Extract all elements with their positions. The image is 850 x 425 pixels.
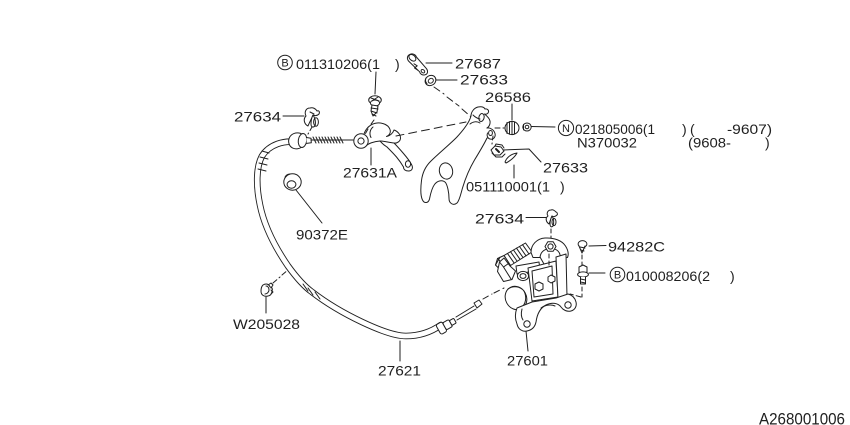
svg-text:A268001006: A268001006 [759, 410, 845, 425]
svg-text:B: B [281, 58, 288, 70]
svg-text:): ) [395, 56, 400, 72]
svg-text:N: N [562, 123, 570, 135]
svg-text:27631A: 27631A [343, 165, 398, 181]
svg-text:27621: 27621 [378, 363, 421, 379]
svg-text:): ) [682, 121, 687, 137]
svg-text:051110001(1: 051110001(1 [466, 179, 550, 195]
svg-text:): ) [730, 268, 735, 284]
svg-text:94282C: 94282C [608, 239, 665, 255]
svg-text:B: B [614, 270, 621, 282]
svg-text:(: ( [690, 121, 695, 137]
svg-text:): ) [765, 135, 770, 151]
svg-text:27687: 27687 [455, 56, 501, 72]
svg-text:N370032: N370032 [577, 135, 637, 151]
svg-text:(9608-: (9608- [688, 135, 731, 151]
svg-text:-9607): -9607) [727, 121, 772, 137]
svg-text:27633: 27633 [460, 72, 508, 88]
svg-text:27634: 27634 [234, 109, 281, 125]
svg-text:26586: 26586 [485, 89, 531, 105]
svg-text:W205028: W205028 [233, 316, 300, 332]
svg-text:021805006(1: 021805006(1 [575, 121, 655, 137]
svg-text:010008206(2: 010008206(2 [626, 268, 710, 284]
svg-text:27601: 27601 [507, 353, 548, 369]
svg-text:): ) [560, 179, 565, 195]
svg-text:011310206(1: 011310206(1 [296, 56, 380, 72]
svg-text:90372E: 90372E [296, 227, 348, 243]
svg-text:27633: 27633 [543, 160, 588, 176]
svg-text:27634: 27634 [475, 211, 524, 227]
